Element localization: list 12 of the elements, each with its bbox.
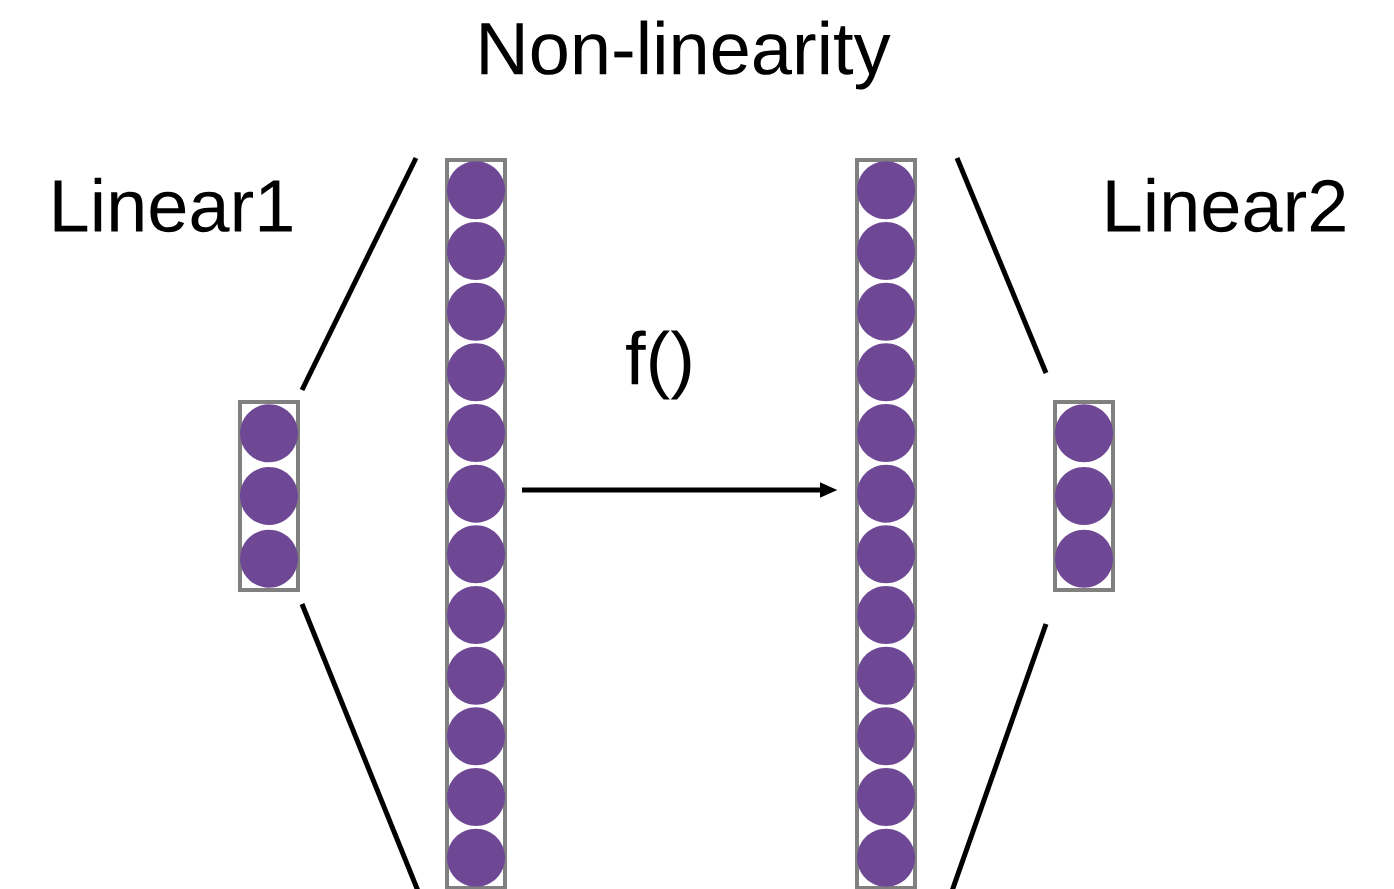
line: [299, 156, 419, 392]
vector-drawing: [238, 400, 300, 592]
vector-drawing: [1053, 400, 1115, 592]
line: [299, 603, 421, 889]
edge-label: f(): [623, 328, 697, 402]
layer-label: Linear1: [54, 177, 292, 233]
layer-label: Linear2: [1107, 177, 1345, 233]
line: [954, 157, 1049, 374]
vector-drawing: [445, 158, 507, 889]
vector-drawing: [855, 158, 917, 889]
title: Non-linearity: [481, 20, 891, 90]
line: [949, 623, 1049, 889]
